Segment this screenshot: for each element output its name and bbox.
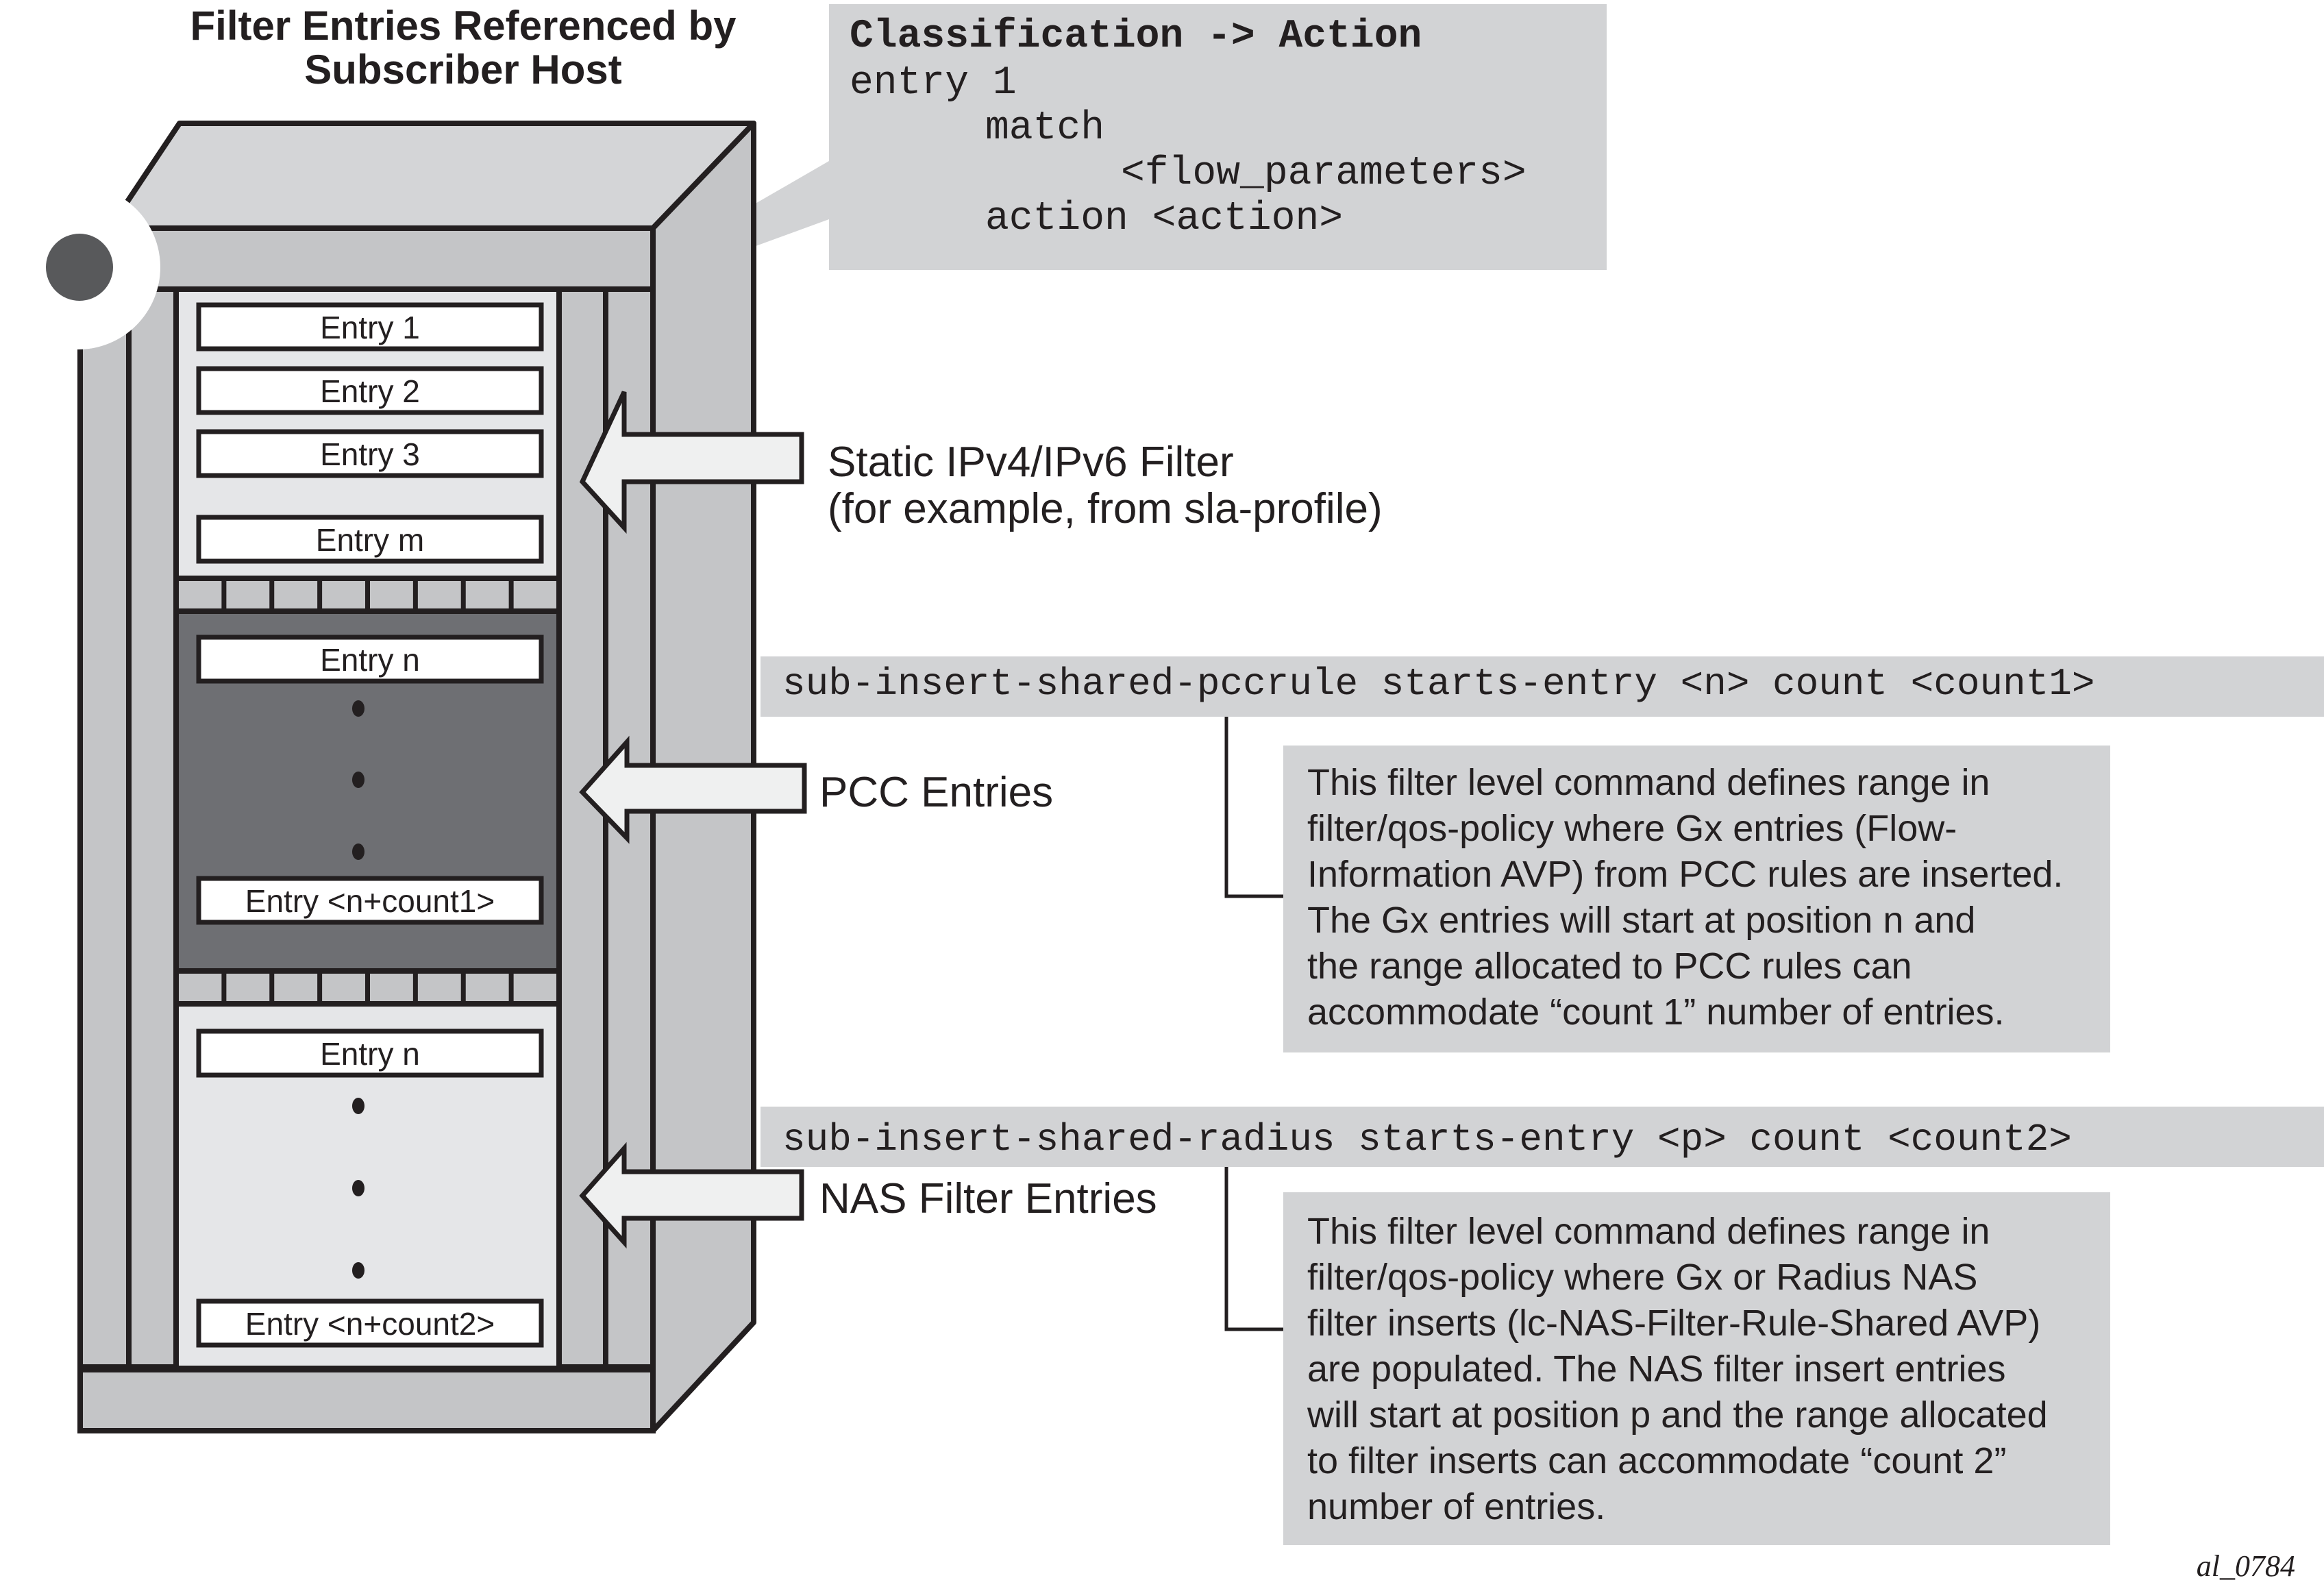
pcc-entries-label: PCC Entries — [819, 769, 1053, 816]
ellipsis-dot — [352, 1262, 364, 1279]
description-line: accommodate “count 1” number of entries. — [1307, 991, 2004, 1033]
pccrule-command-bar — [761, 656, 2324, 717]
pccrule-command-text: sub-insert-shared-pccrule starts-entry <… — [782, 662, 2095, 706]
arrow-left-icon — [579, 1142, 804, 1249]
code-line-match: match — [985, 106, 1104, 151]
entry-label: Entry 1 — [320, 310, 420, 345]
ellipsis-dot — [352, 843, 364, 860]
arrow-left-icon — [579, 391, 804, 534]
entry-label: Entry n — [320, 1036, 420, 1072]
radius-command-text: sub-insert-shared-radius starts-entry <p… — [782, 1118, 2072, 1161]
entry-row[interactable]: Entry 2 — [196, 366, 544, 415]
description-line: are populated. The NAS filter insert ent… — [1307, 1348, 2006, 1390]
entry-label: Entry n — [320, 642, 420, 678]
description-line: to filter inserts can accommodate “count… — [1307, 1440, 2006, 1481]
title-line-1: Filter Entries Referenced by — [190, 3, 737, 49]
entry-row[interactable]: Entry 3 — [196, 429, 544, 478]
arrow-left-icon — [579, 735, 807, 844]
description-line: number of entries. — [1307, 1486, 1605, 1527]
knob-icon — [46, 234, 113, 301]
code-line-action: action <action> — [985, 197, 1343, 241]
ellipsis-dot — [352, 1098, 364, 1114]
description-line: filter/qos-policy where Gx or Radius NAS — [1307, 1257, 1977, 1298]
code-header: Classification -> Action — [850, 14, 1422, 59]
entry-row[interactable]: Entry m — [196, 515, 544, 564]
description-line: Information AVP) from PCC rules are inse… — [1307, 854, 2063, 895]
separator-grille-1 — [173, 576, 562, 614]
entry-label: Entry 2 — [320, 373, 420, 409]
description-line: This filter level command defines range … — [1307, 762, 1990, 803]
description-line: The Gx entries will start at position n … — [1307, 900, 1975, 941]
description-line: filter inserts (lc-NAS-Filter-Rule-Share… — [1307, 1303, 2040, 1344]
figure-id: al_0784 — [2197, 1549, 2295, 1583]
static-filter-label: Static IPv4/IPv6 Filter — [828, 439, 1234, 486]
nas-filter-entries-label: NAS Filter Entries — [819, 1175, 1157, 1222]
static-filter-sublabel: (for example, from sla-profile) — [828, 485, 1383, 532]
entry-label: Entry 3 — [320, 436, 420, 472]
code-line-entry: entry 1 — [850, 61, 1017, 106]
entry-row[interactable]: Entry n — [196, 1028, 544, 1078]
description-line: will start at position p and the range a… — [1307, 1394, 2048, 1436]
radius-description-box — [1283, 1192, 2110, 1545]
ellipsis-dot — [352, 700, 364, 717]
description-line: the range allocated to PCC rules can — [1307, 946, 1912, 987]
entry-row[interactable]: Entry 1 — [196, 302, 544, 352]
code-line-flow-parameters: <flow_parameters> — [1121, 151, 1526, 196]
code-callout-box — [829, 4, 1607, 270]
pccrule-connector-line — [1224, 717, 1285, 898]
entry-row[interactable]: Entry <n+count1> — [196, 876, 544, 925]
description-line: This filter level command defines range … — [1307, 1211, 1990, 1252]
entry-label: Entry <n+count2> — [245, 1306, 495, 1342]
entry-row[interactable]: Entry <n+count2> — [196, 1298, 544, 1348]
separator-grille-2 — [173, 968, 562, 1007]
ellipsis-dot — [352, 1180, 364, 1196]
title-line-2: Subscriber Host — [304, 47, 621, 93]
description-line: filter/qos-policy where Gx entries (Flow… — [1307, 808, 1957, 849]
ellipsis-dot — [352, 772, 364, 788]
cabinet-top-face — [107, 121, 756, 231]
entry-label: Entry <n+count1> — [245, 883, 495, 919]
pccrule-description-box — [1283, 746, 2110, 1052]
radius-command-bar — [761, 1107, 2324, 1167]
radius-connector-line — [1224, 1167, 1285, 1331]
entry-label: Entry m — [316, 522, 424, 558]
entry-row[interactable]: Entry n — [196, 635, 544, 684]
code-callout: Classification -> Action entry 1 match <… — [555, 4, 1607, 319]
